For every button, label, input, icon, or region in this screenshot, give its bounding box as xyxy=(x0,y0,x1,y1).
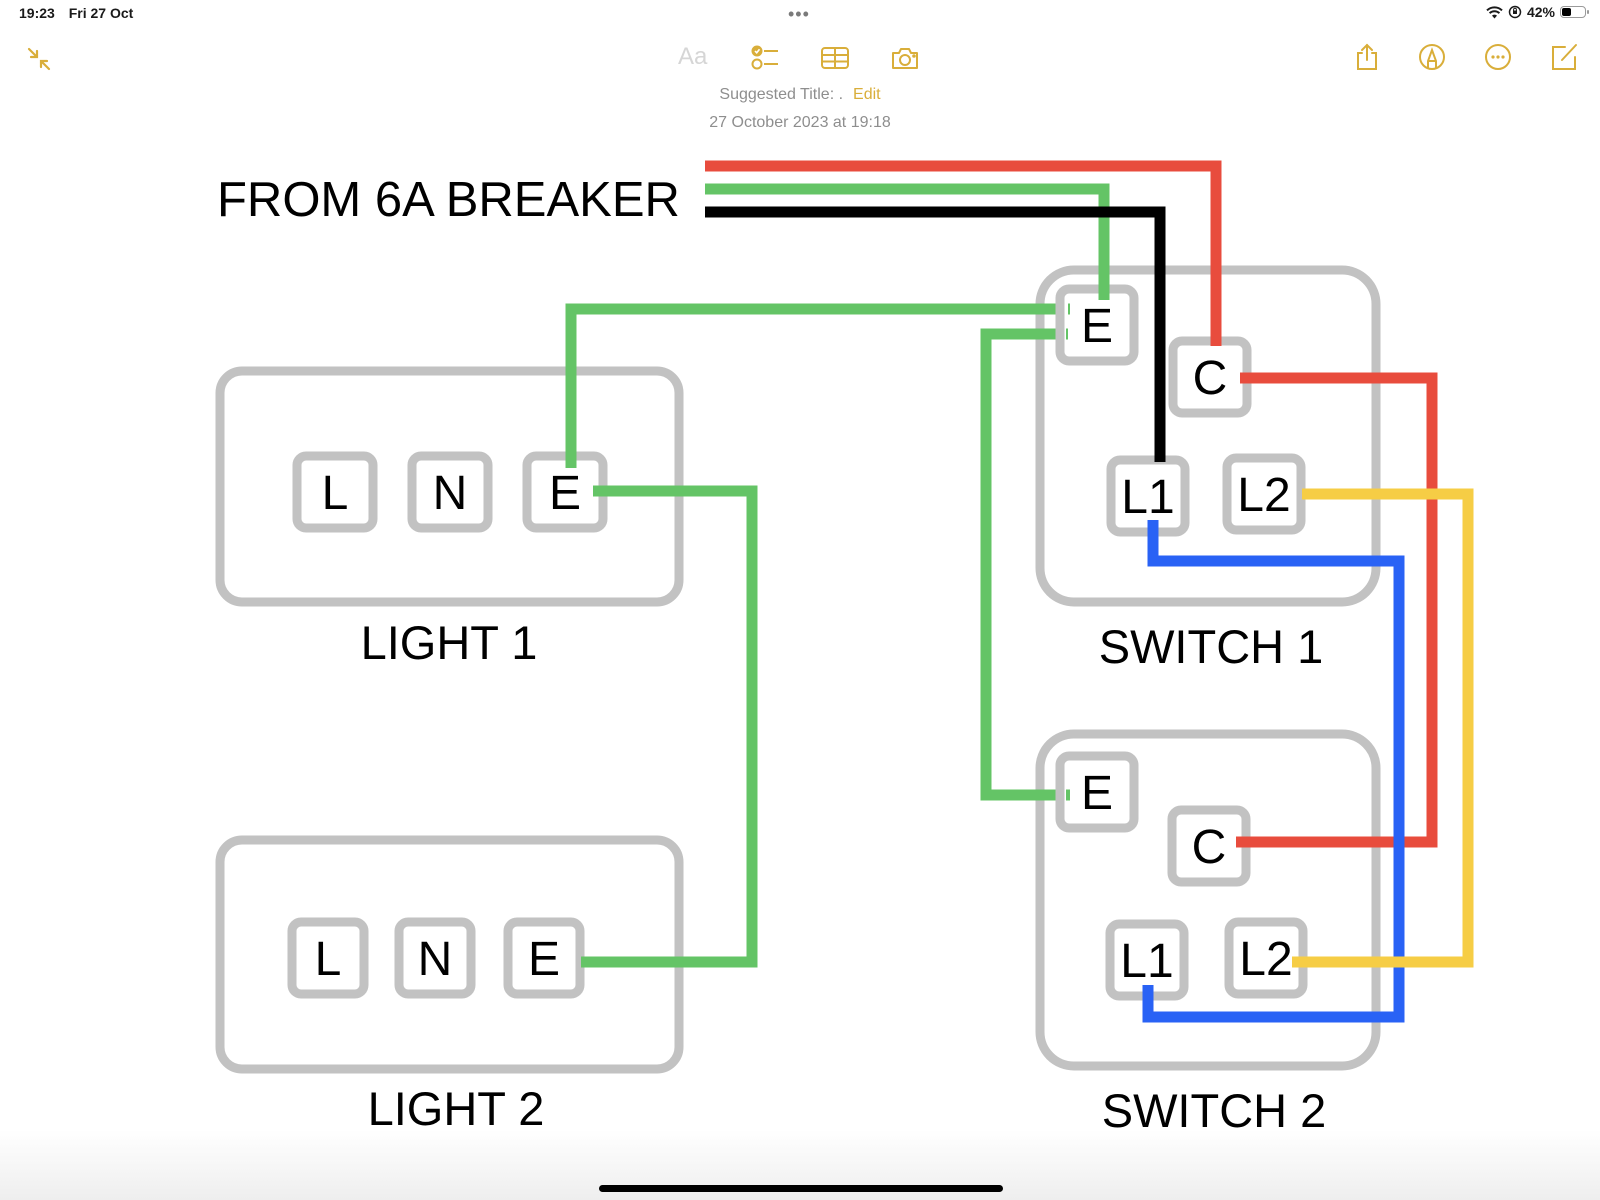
switch1-terminal-c: C xyxy=(1168,336,1252,418)
terminal-box xyxy=(407,451,493,533)
terminal-label: E xyxy=(1081,767,1113,820)
terminal-label: L2 xyxy=(1239,933,1292,986)
status-bar-left: 19:23 Fri 27 Oct xyxy=(19,5,143,21)
wifi-icon xyxy=(1486,5,1503,18)
compose-icon[interactable] xyxy=(1547,40,1581,74)
terminal-label: E xyxy=(549,467,581,520)
home-indicator[interactable] xyxy=(599,1185,1003,1192)
terminal-label: L xyxy=(322,467,349,520)
light2-terminal-e: E xyxy=(503,917,585,999)
light2-label: LIGHT 2 xyxy=(368,1082,545,1135)
wire-green-switch1-to-light1 xyxy=(565,303,1068,468)
wire-green-switch1-to-switch2 xyxy=(980,328,1066,801)
terminal-label: C xyxy=(1193,352,1228,405)
status-bar-right: 42% xyxy=(1486,4,1589,20)
share-icon[interactable] xyxy=(1350,40,1384,74)
switch2-label: SWITCH 2 xyxy=(1102,1084,1327,1137)
battery-fill xyxy=(1562,8,1571,16)
status-time: 19:23 xyxy=(19,5,55,21)
more-icon[interactable] xyxy=(1481,40,1515,74)
switch1-terminal-l1: L1 xyxy=(1106,455,1190,537)
terminal-label: E xyxy=(528,933,560,986)
edit-title-link[interactable]: Edit xyxy=(853,86,881,103)
note-timestamp: 27 October 2023 at 19:18 xyxy=(709,114,891,131)
wire-red-switch1-c-to-switch2-c xyxy=(1236,372,1438,848)
light1-terminal-e: E xyxy=(522,451,608,533)
suggested-title-row: Suggested Title: . Edit xyxy=(0,86,1600,104)
wire-green-breaker-to-switch1-e xyxy=(705,183,1110,300)
light2-terminal-l: L xyxy=(287,917,369,999)
terminal-box xyxy=(394,917,476,999)
switch1-label: SWITCH 1 xyxy=(1099,620,1324,673)
collapse-icon[interactable] xyxy=(22,42,56,76)
terminal-box xyxy=(287,917,369,999)
switch1-terminal-e: E xyxy=(1055,284,1139,366)
terminal-label: L1 xyxy=(1120,935,1173,988)
breaker-label: FROM 6A BREAKER xyxy=(217,173,680,227)
camera-icon[interactable] xyxy=(888,41,922,75)
text-format-icon[interactable]: Aa xyxy=(678,43,708,70)
wire-blue-switch1-l1-to-switch2-l1 xyxy=(1142,520,1405,1023)
wire-black-breaker-to-switch1-l1 xyxy=(705,206,1166,462)
terminal-label: L xyxy=(315,933,342,986)
battery-percent: 42% xyxy=(1526,4,1555,20)
table-icon[interactable] xyxy=(818,41,852,75)
terminal-box xyxy=(503,917,585,999)
terminal-box xyxy=(1055,284,1139,366)
wire-yellow-switch1-l2-to-switch2-l2 xyxy=(1292,488,1474,968)
markup-icon[interactable] xyxy=(1415,40,1449,74)
terminal-label: E xyxy=(1081,300,1113,353)
switch2-terminal-c: C xyxy=(1167,805,1251,887)
suggested-title-label: Suggested Title: . xyxy=(719,86,844,103)
light1-terminal-n: N xyxy=(407,451,493,533)
wire-green-light1-to-light2 xyxy=(581,485,758,968)
light1-terminal-l: L xyxy=(292,451,378,533)
switch2-terminal-e: E xyxy=(1055,751,1139,833)
terminal-label: L1 xyxy=(1121,471,1174,524)
multitasking-dots-icon[interactable]: ••• xyxy=(788,4,810,24)
checklist-icon[interactable] xyxy=(748,41,782,75)
terminal-label: N xyxy=(418,933,453,986)
switch1-terminal-l2: L2 xyxy=(1222,453,1306,535)
terminal-label: C xyxy=(1192,821,1227,874)
terminal-label: N xyxy=(433,467,468,520)
battery-icon xyxy=(1560,6,1589,18)
light1-label: LIGHT 1 xyxy=(361,616,538,669)
status-date: Fri 27 Oct xyxy=(68,5,134,21)
terminal-label: L2 xyxy=(1237,469,1290,522)
terminal-box xyxy=(1222,453,1306,535)
orientation-lock-icon xyxy=(1508,5,1522,19)
wire-red-breaker-to-switch1-c xyxy=(705,160,1222,346)
terminal-box xyxy=(1055,751,1139,833)
switch2-terminal-l2: L2 xyxy=(1224,917,1308,999)
switch2-terminal-l1: L1 xyxy=(1105,919,1189,1001)
light2-terminal-n: N xyxy=(394,917,476,999)
terminal-box xyxy=(292,451,378,533)
